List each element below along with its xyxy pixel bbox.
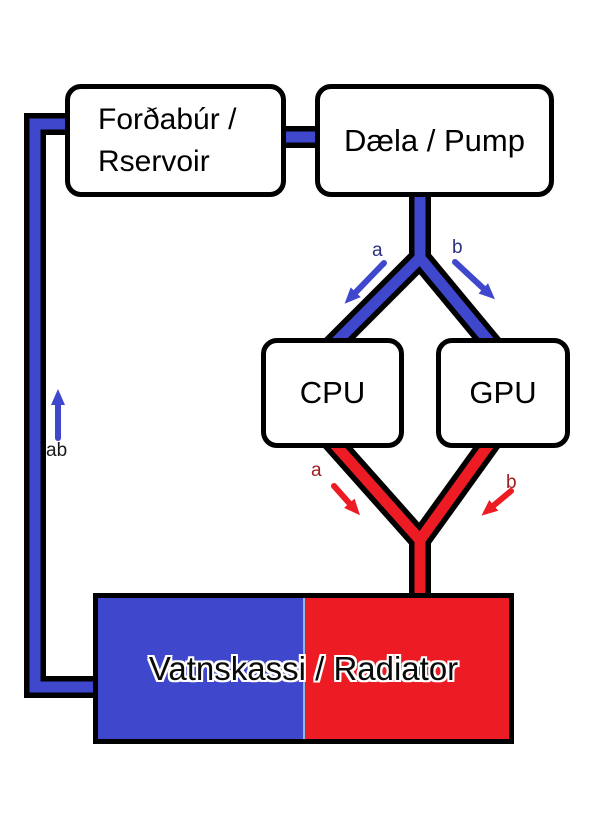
cpu-label: CPU: [299, 375, 366, 410]
gpu-label: GPU: [469, 375, 537, 410]
reservoir-label-line2: Rservoir: [98, 144, 210, 178]
node-reservoir: Forðabúr / Rservoir: [65, 84, 286, 197]
flow-label-cold-b: b: [452, 237, 463, 258]
flow-label-return-ab: ab: [46, 440, 68, 461]
pump-label: Dæla / Pump: [344, 122, 525, 158]
radiator-cold-hot-divider: [302, 598, 305, 739]
flow-label-cold-a: a: [372, 240, 383, 261]
radiator-label: Vatnskassi / Radiator: [148, 649, 459, 687]
hot-arrows: [331, 483, 514, 516]
pipe-outline-return-loop: [24, 113, 99, 698]
node-cpu: CPU: [261, 338, 404, 448]
pipe-return-loop: [29, 118, 99, 693]
cold-pipes: [29, 118, 498, 693]
node-gpu: GPU: [436, 338, 570, 448]
flow-label-hot-a: a: [311, 460, 322, 481]
hot-pipes: [326, 436, 497, 600]
node-radiator: Vatnskassi / Radiator: [93, 593, 514, 744]
node-pump: Dæla / Pump: [315, 84, 554, 197]
pipe-pump-split-to-cpu-gpu: [328, 190, 498, 350]
arrow-cold-branch-a-icon: [344, 260, 387, 304]
reservoir-label-line1: Forðabúr /: [98, 102, 237, 136]
flow-label-hot-b: b: [506, 472, 517, 493]
arrow-cold-branch-b-icon: [452, 259, 495, 300]
arrow-hot-branch-b-icon: [481, 488, 514, 516]
pipe-cpu-gpu-merge-to-radiator: [326, 436, 497, 600]
cold-arrows: [51, 259, 495, 441]
arrow-hot-branch-a-icon: [331, 483, 360, 516]
